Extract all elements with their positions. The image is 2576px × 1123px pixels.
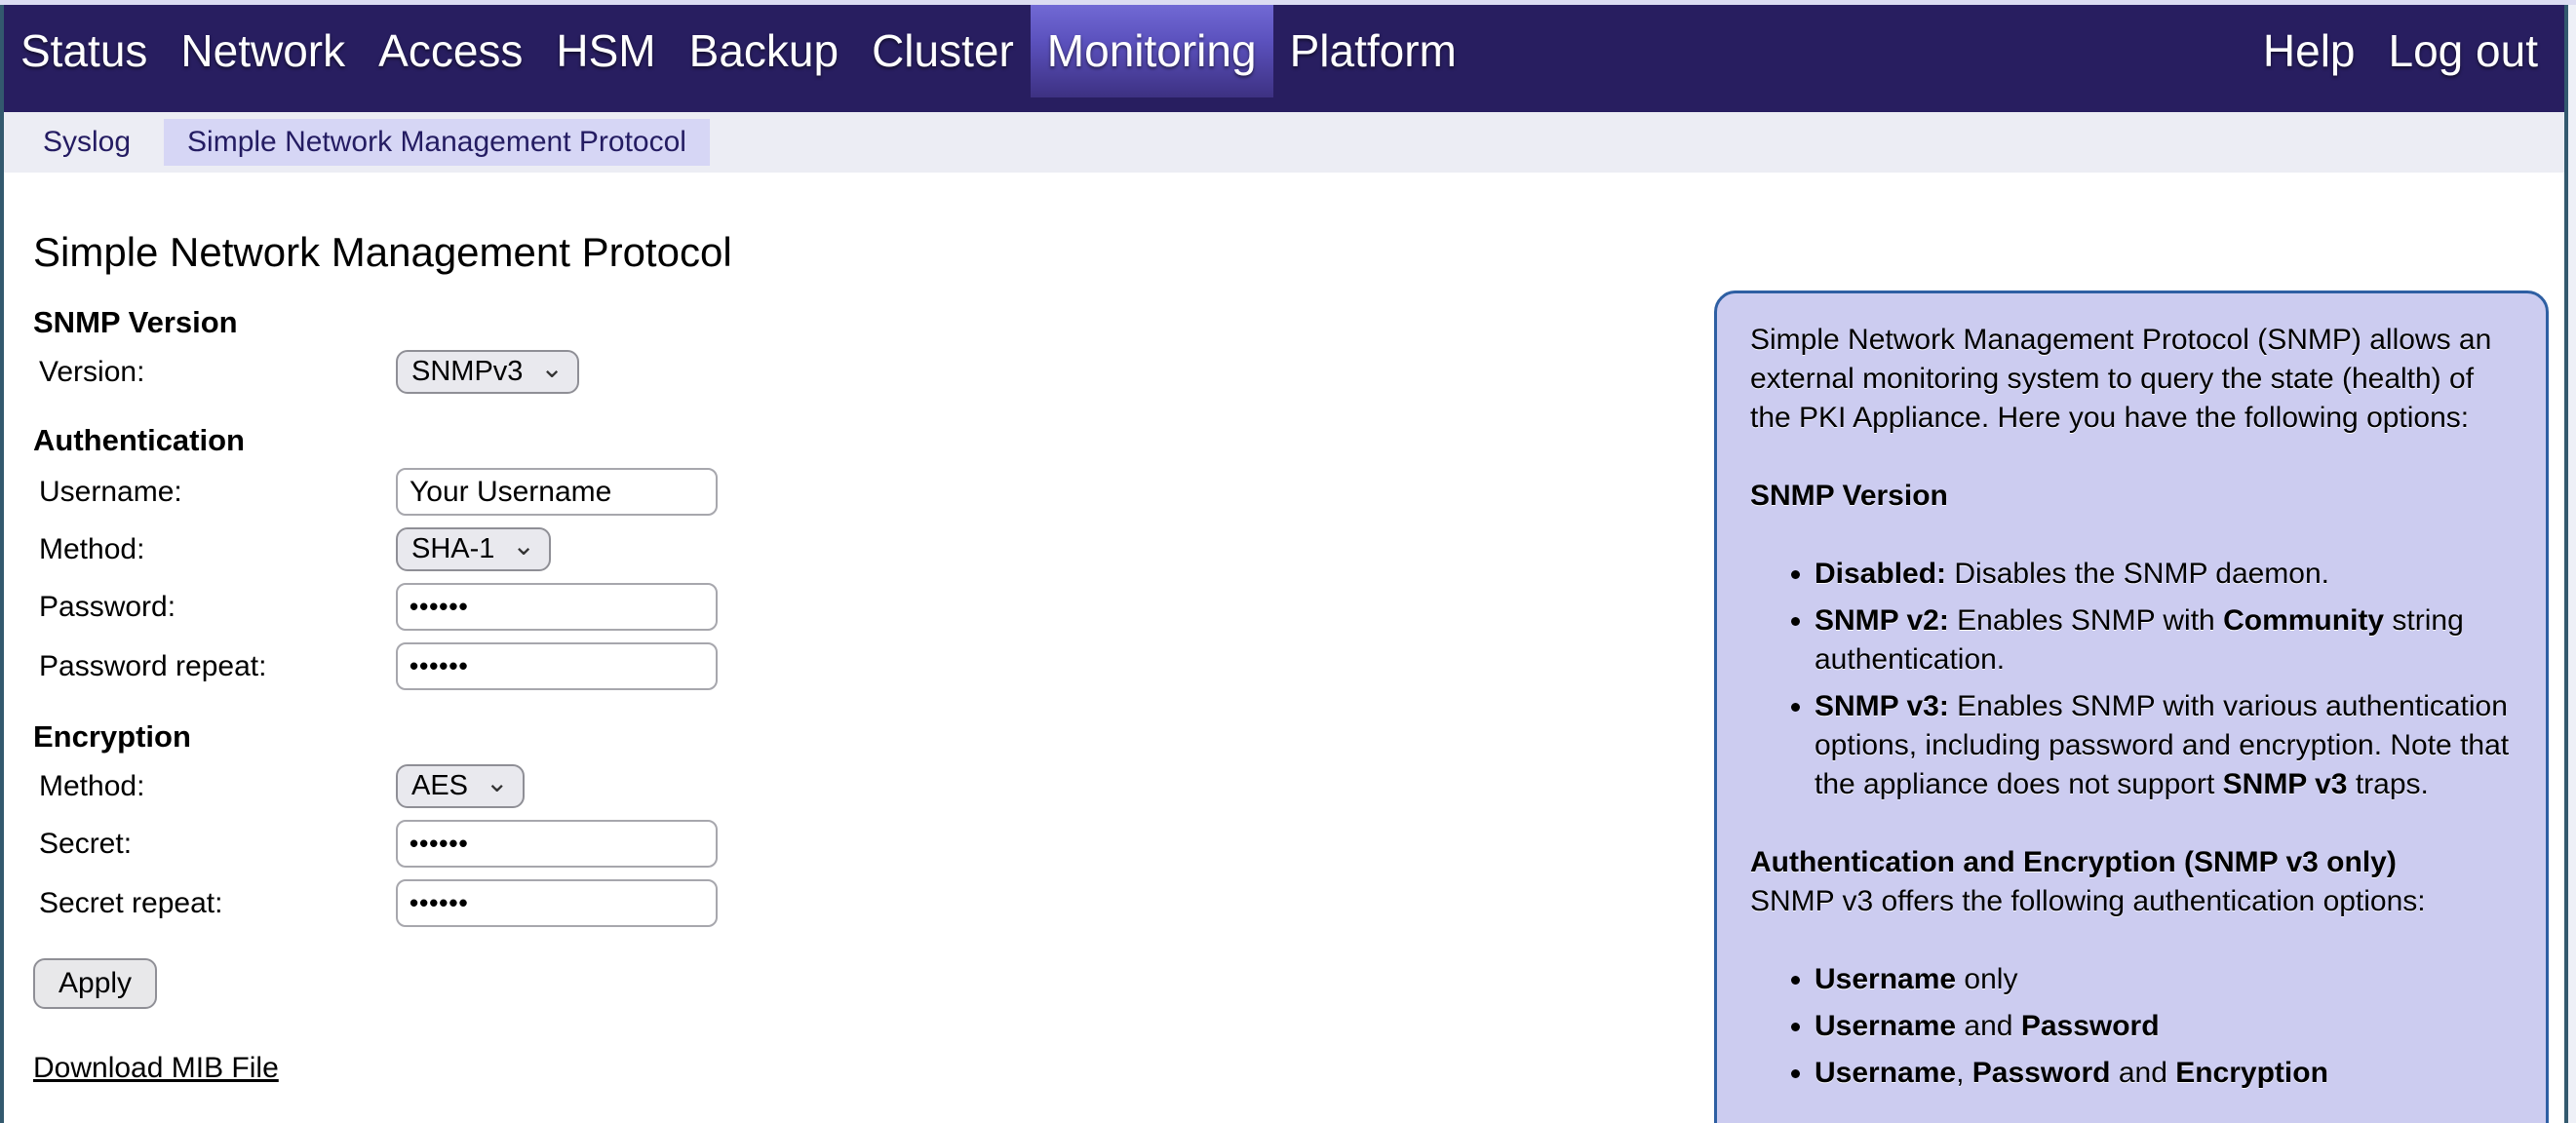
nav-item-cluster[interactable]: Cluster <box>872 25 1014 76</box>
main-nav-left: Status Network Access HSM Backup Cluster… <box>4 5 1473 97</box>
chevron-down-icon: ⌄ <box>512 529 535 561</box>
auth-method-row: Method: SHA-1 ⌄ <box>33 527 2564 571</box>
list-item: Username, Password and Encryption <box>1815 1054 2513 1093</box>
nav-item-monitoring[interactable]: Monitoring <box>1030 5 1273 97</box>
password-repeat-row: Password repeat: <box>33 642 2564 690</box>
help-version-list: Disabled: Disables the SNMP daemon. SNMP… <box>1750 555 2513 804</box>
list-item: SNMP v2: Enables SNMP with Community str… <box>1815 601 2513 679</box>
sub-navbar: Syslog Simple Network Management Protoco… <box>4 112 2564 173</box>
download-mib-link[interactable]: Download MIB File <box>33 1052 279 1084</box>
nav-item-network[interactable]: Network <box>180 25 346 76</box>
main-nav-right: Help Log out <box>2246 5 2555 97</box>
nav-item-hsm[interactable]: HSM <box>556 25 656 76</box>
auth-method-label: Method: <box>39 532 145 565</box>
help-heading-auth-enc-title: Authentication and Encryption (SNMP v3 o… <box>1750 846 2397 878</box>
section-heading-encryption: Encryption <box>33 719 191 754</box>
enc-method-label: Method: <box>39 769 145 802</box>
page-title: Simple Network Management Protocol <box>33 229 732 275</box>
apply-button[interactable]: Apply <box>33 958 158 1009</box>
password-repeat-input[interactable] <box>396 642 718 690</box>
list-item: Disabled: Disables the SNMP daemon. <box>1815 555 2513 594</box>
help-panel: Simple Network Management Protocol (SNMP… <box>1714 290 2549 1123</box>
subtab-syslog[interactable]: Syslog <box>43 126 132 158</box>
nav-item-platform[interactable]: Platform <box>1289 25 1457 76</box>
version-select[interactable]: SNMPv3 ⌄ <box>396 350 579 394</box>
password-label: Password: <box>39 590 176 623</box>
nav-item-help[interactable]: Help <box>2262 25 2356 76</box>
page-top-margin <box>0 0 2576 5</box>
nav-item-access[interactable]: Access <box>378 25 524 76</box>
auth-method-select-value: SHA-1 <box>411 533 495 564</box>
app-frame: Status Network Access HSM Backup Cluster… <box>0 5 2568 1123</box>
version-select-value: SNMPv3 <box>411 356 524 387</box>
nav-item-backup[interactable]: Backup <box>688 25 839 76</box>
nav-item-status[interactable]: Status <box>20 25 148 76</box>
nav-item-logout[interactable]: Log out <box>2388 25 2538 76</box>
help-intro: Simple Network Management Protocol (SNMP… <box>1750 324 2492 434</box>
main-navbar: Status Network Access HSM Backup Cluster… <box>4 5 2564 112</box>
version-row: Version: SNMPv3 ⌄ <box>33 350 2564 394</box>
password-repeat-label: Password repeat: <box>39 649 267 682</box>
subtab-snmp[interactable]: Simple Network Management Protocol <box>164 119 710 166</box>
secret-repeat-row: Secret repeat: <box>33 879 2564 927</box>
username-row: Username: <box>33 468 2564 516</box>
help-heading-snmp-version: SNMP Version <box>1750 480 1948 512</box>
secret-repeat-label: Secret repeat: <box>39 886 223 919</box>
secret-row: Secret: <box>33 820 2564 868</box>
section-heading-authentication: Authentication <box>33 423 245 457</box>
section-heading-snmp-version: SNMP Version <box>33 305 238 339</box>
chevron-down-icon: ⌄ <box>486 766 509 797</box>
list-item: Username and Password <box>1815 1007 2513 1046</box>
help-heading-auth-enc: Authentication and Encryption (SNMP v3 o… <box>1750 843 2513 921</box>
list-item: Username only <box>1815 960 2513 999</box>
enc-method-select[interactable]: AES ⌄ <box>396 764 525 808</box>
enc-method-row: Method: AES ⌄ <box>33 764 2564 808</box>
secret-label: Secret: <box>39 827 133 860</box>
secret-input[interactable] <box>396 820 718 868</box>
username-label: Username: <box>39 475 182 508</box>
help-auth-options-list: Username only Username and Password User… <box>1750 960 2513 1093</box>
secret-repeat-input[interactable] <box>396 879 718 927</box>
content-area: Simple Network Management Protocol SNMP … <box>4 229 2564 1123</box>
username-input[interactable] <box>396 468 718 516</box>
chevron-down-icon: ⌄ <box>540 352 564 383</box>
help-heading-auth-enc-sub: SNMP v3 offers the following authenticat… <box>1750 885 2426 917</box>
password-input[interactable] <box>396 583 718 631</box>
auth-method-select[interactable]: SHA-1 ⌄ <box>396 527 551 571</box>
version-label: Version: <box>39 355 145 388</box>
list-item: SNMP v3: Enables SNMP with various authe… <box>1815 687 2513 804</box>
enc-method-select-value: AES <box>411 770 469 801</box>
password-row: Password: <box>33 583 2564 631</box>
